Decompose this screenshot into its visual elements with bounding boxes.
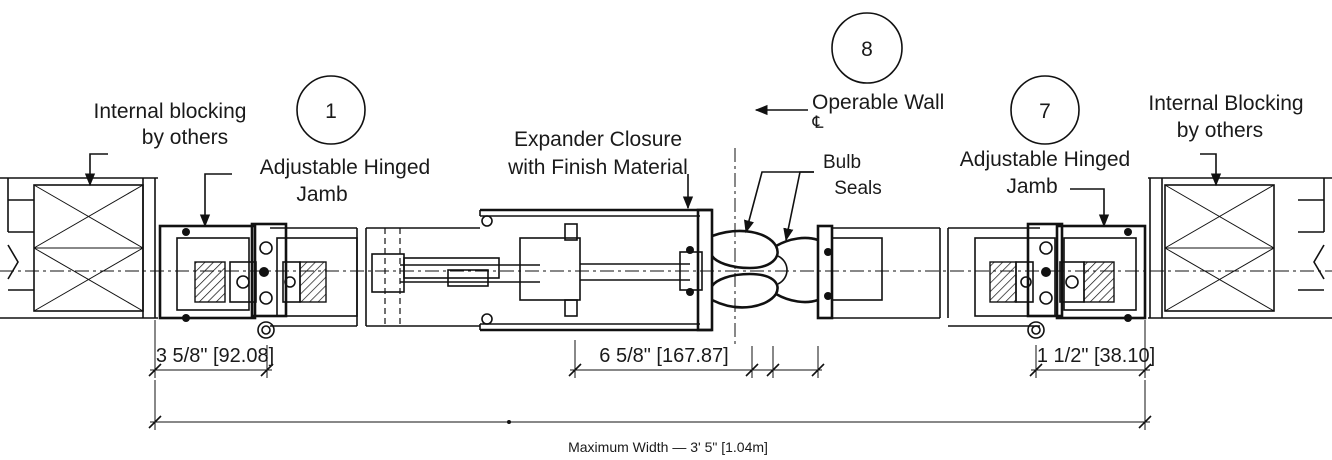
blocking-right [1164,184,1275,312]
blocking-left [33,184,144,312]
callout-7-number: 7 [1039,100,1051,123]
callout-8: 8 [831,12,903,84]
centerline-symbol: ℄ [812,113,824,132]
label-bulb-2: Seals [834,178,882,199]
dimension-left-text: 3 5/8" [92.08] [156,345,274,367]
hinged-jamb-left [158,222,358,339]
label-internal-blocking-right-1: Internal Blocking [1148,92,1303,115]
leader-lines [84,104,1222,242]
label-hinged-jamb-right-2: Jamb [1006,175,1057,198]
callout-1-number: 1 [325,100,337,123]
wall-framing-left [0,177,158,319]
operable-panel-right [816,224,949,320]
label-expander-1: Expander Closure [514,128,682,151]
label-internal-blocking-left-2: by others [142,126,228,149]
hinged-jamb-right [948,222,1147,339]
label-hinged-jamb-right-1: Adjustable Hinged [960,148,1130,171]
wall-framing-right [1148,177,1332,319]
bulb-seals [710,229,819,309]
label-hinged-jamb-left-2: Jamb [296,183,347,206]
label-operable-wall: Operable Wall [812,91,944,114]
label-internal-blocking-right-2: by others [1177,119,1263,142]
dimension-overall: Maximum Width — 3' 5" [1.04m] [148,380,1152,455]
callout-7: 7 [1010,75,1080,145]
dimension-right: 1 1/2" [38.10] [1029,320,1155,378]
operable-panel-left [356,227,581,327]
dimension-overall-text: Maximum Width — 3' 5" [1.04m] [568,439,768,455]
label-internal-blocking-left-1: Internal blocking [94,100,247,123]
callout-1: 1 [296,75,366,145]
dimension-right-text: 1 1/2" [38.10] [1037,345,1155,367]
expander-closure [479,208,714,332]
callout-8-number: 8 [861,38,873,61]
label-hinged-jamb-left-1: Adjustable Hinged [260,156,430,179]
dimension-center: 6 5/8" [167.87] [568,340,825,378]
label-bulb-1: Bulb [823,152,861,173]
dimension-center-text: 6 5/8" [167.87] [599,345,728,367]
dimension-left: 3 5/8" [92.08] [148,320,274,378]
label-expander-2: with Finish Material [507,156,688,179]
